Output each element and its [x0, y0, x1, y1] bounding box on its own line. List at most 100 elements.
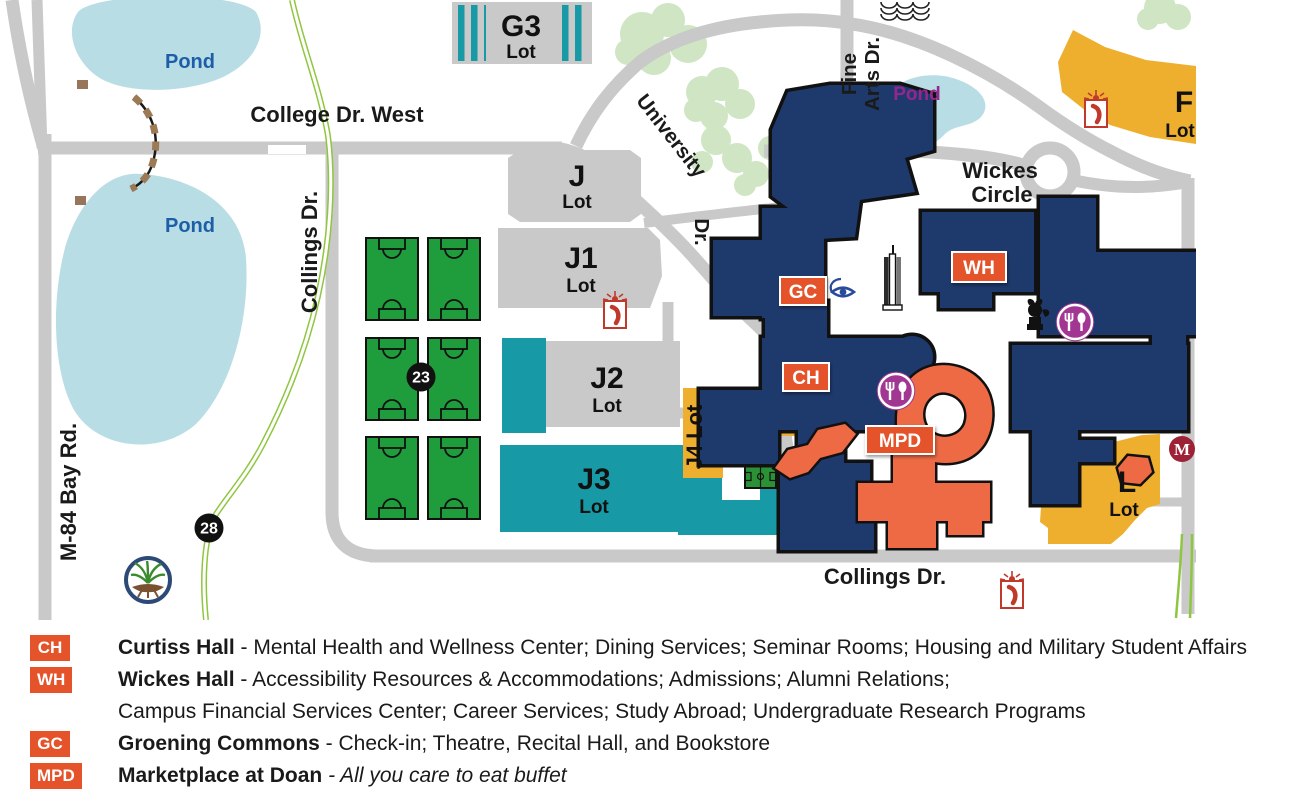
road-label-m84: M-84 Bay Rd.	[56, 423, 81, 561]
badge-wh-label: WH	[963, 258, 995, 279]
f-lot	[1058, 30, 1196, 144]
route-23-marker	[406, 362, 436, 392]
route-28-label: 28	[200, 521, 218, 538]
badge-ch-label: CH	[792, 368, 819, 389]
m-stop-label: M	[1174, 440, 1190, 459]
m-stop-marker	[1169, 436, 1195, 462]
emergency-phone-icon	[1000, 571, 1024, 608]
legend-badge-mpd: MPD	[30, 763, 82, 789]
road-label-wickes-1: Wickes	[962, 158, 1038, 183]
lot-sublabel-l: Lot	[1109, 500, 1139, 521]
soccer-fields	[365, 237, 481, 520]
badge-mpd-label: MPD	[879, 431, 921, 452]
legend-text-wh-continued: Campus Financial Services Center; Career…	[118, 696, 1086, 728]
dock-marker	[77, 80, 88, 89]
j-lot	[508, 150, 641, 222]
lot-label-j4: J4 Lot	[682, 404, 707, 469]
garden-icon	[124, 556, 172, 604]
legend: CH Curtiss Hall - Mental Health and Well…	[0, 620, 1310, 792]
lot-label-f: F	[1175, 86, 1193, 119]
legend-text-ch: Curtiss Hall - Mental Health and Wellnes…	[118, 632, 1247, 664]
pond-shape	[55, 173, 247, 445]
j2-lot	[546, 341, 680, 427]
road-label-collings-dr: Collings Dr.	[297, 191, 322, 313]
lot-label-j1: J1	[564, 242, 597, 275]
map-right-margin	[1196, 0, 1310, 620]
legend-text-mpd: Marketplace at Doan - All you care to ea…	[118, 760, 567, 792]
lot-label-l: L	[1118, 466, 1136, 499]
legend-desc-gc: Check-in; Theatre, Recital Hall, and Boo…	[338, 732, 770, 755]
legend-cont-wh: Campus Financial Services Center; Career…	[118, 700, 1086, 723]
j3-lot	[500, 445, 686, 532]
pond-shape	[71, 0, 261, 90]
legend-desc-mpd: All you care to eat buffet	[340, 764, 567, 787]
g3-lot-label-bg	[486, 5, 556, 61]
lot-sublabel-j1: Lot	[566, 276, 596, 297]
legend-row-wh: WH Wickes Hall - Accessibility Resources…	[30, 664, 1310, 696]
lot-sublabel-j3: Lot	[579, 497, 609, 518]
j1-lot	[498, 228, 662, 308]
legend-desc-wh: Accessibility Resources & Accommodations…	[252, 668, 951, 691]
legend-sep-ch: -	[234, 636, 254, 659]
legend-row-ch: CH Curtiss Hall - Mental Health and Well…	[30, 632, 1310, 664]
campus-map-svg: College Dr. West Collings Dr. University…	[5, 0, 1310, 676]
soccer-field-icon	[427, 436, 481, 520]
legend-row-wh-continued: Campus Financial Services Center; Career…	[30, 696, 1310, 728]
legend-badge-wh: WH	[30, 667, 73, 693]
route-23-label: 23	[412, 370, 430, 387]
lot-label-j: J	[569, 160, 586, 193]
waves-icon	[880, 1, 930, 21]
soccer-field-icon	[365, 237, 419, 321]
pond-label: Pond	[893, 84, 941, 105]
j2-lot-teal	[502, 338, 546, 433]
road-pulloff	[268, 145, 306, 154]
vision-eye-icon	[829, 277, 857, 298]
legend-row-gc: GC Groening Commons - Check-in; Theatre,…	[30, 728, 1310, 760]
dock-marker	[75, 196, 86, 205]
statue-icon	[1027, 298, 1050, 330]
road-label-wickes-2: Circle	[971, 182, 1032, 207]
basketball-court-icon	[744, 464, 777, 489]
soccer-field-icon	[365, 436, 419, 520]
legend-sep-gc: -	[319, 732, 339, 755]
badge-gc-label: GC	[789, 282, 818, 303]
legend-badge-ch: CH	[30, 635, 70, 661]
legend-sep-wh: -	[234, 668, 253, 691]
legend-name-ch: Curtiss Hall	[118, 636, 235, 659]
lot-label-j2: J2	[590, 362, 623, 395]
lot-label-j3: J3	[577, 463, 610, 496]
badge-gc: GC	[779, 276, 827, 306]
legend-text-wh: Wickes Hall - Accessibility Resources & …	[118, 664, 950, 696]
map-icons	[124, 1, 1108, 608]
route-28-marker	[194, 513, 224, 543]
road-label-fine-arts-1: Fine	[838, 53, 861, 95]
legend-badge-gc: GC	[30, 731, 70, 757]
road-label-fine-arts-2: Arts Dr.	[861, 37, 884, 111]
legend-desc-ch: Mental Health and Wellness Center; Dinin…	[253, 636, 1248, 659]
legend-name-mpd: Marketplace at Doan	[118, 764, 323, 787]
lot-sublabel-j: Lot	[562, 192, 592, 213]
boardwalk-dashed-path	[129, 94, 160, 193]
lot-sublabel-g3: Lot	[506, 42, 536, 63]
trees	[615, 0, 1191, 196]
legend-row-mpd: MPD Marketplace at Doan - All you care t…	[30, 760, 1310, 792]
sculpture-icon	[882, 245, 903, 311]
legend-text-gc: Groening Commons - Check-in; Theatre, Re…	[118, 728, 770, 760]
lot-sublabel-f: Lot	[1165, 121, 1195, 142]
badge-mpd: MPD	[865, 425, 935, 455]
lot-label-g3: G3	[501, 10, 541, 43]
legend-name-gc: Groening Commons	[118, 732, 320, 755]
dining-icon	[876, 371, 916, 411]
badge-ch: CH	[782, 362, 830, 392]
legend-name-wh: Wickes Hall	[118, 668, 235, 691]
lot-sublabel-j2: Lot	[592, 396, 622, 417]
pond-label: Pond	[165, 51, 215, 73]
badge-wh: WH	[951, 251, 1007, 283]
campus-map: College Dr. West Collings Dr. University…	[5, 0, 1310, 676]
road-label-collings-dr-south: Collings Dr.	[824, 564, 946, 589]
dining-icon	[1055, 302, 1095, 342]
pond-label: Pond	[165, 215, 215, 237]
route-markers: 23 28 M	[194, 362, 1195, 543]
soccer-field-icon	[427, 237, 481, 321]
parking-lots	[452, 2, 1196, 544]
